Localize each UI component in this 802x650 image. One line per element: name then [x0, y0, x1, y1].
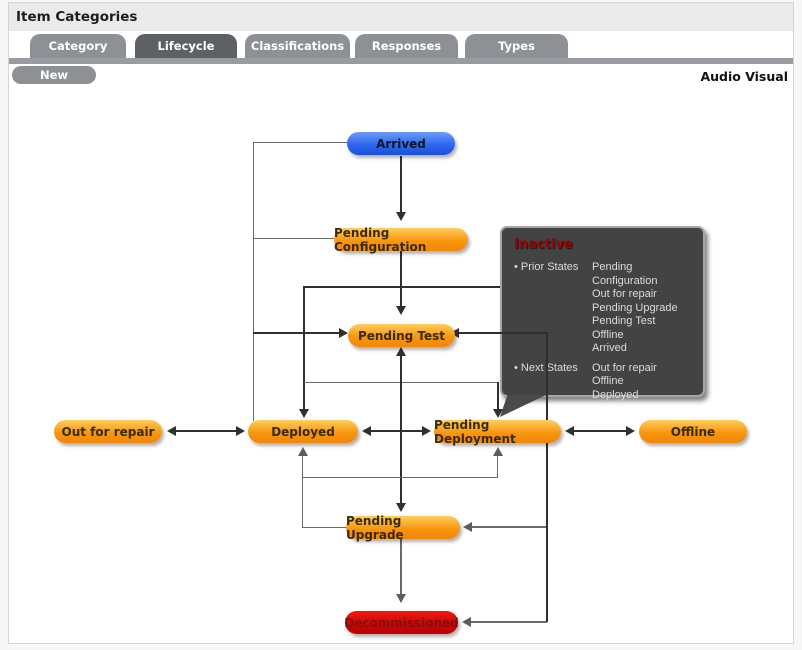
edge-line — [303, 286, 305, 409]
state-node-pending-deployment[interactable]: Pending Deployment — [434, 418, 561, 446]
arrowhead-icon — [396, 503, 406, 512]
tooltip-state-item: Pending Upgrade — [592, 301, 678, 314]
state-node-pending-configuration[interactable]: Pending Configuration — [334, 226, 468, 254]
edge-line — [574, 430, 626, 432]
edge-line — [400, 539, 402, 594]
tab-types[interactable]: Types — [465, 34, 568, 58]
arrowhead-icon — [626, 426, 635, 436]
arrowhead-icon — [339, 328, 348, 338]
tooltip-state-item: Pending Test — [592, 315, 656, 327]
arrowhead-icon — [167, 426, 176, 436]
arrowhead-icon — [493, 447, 503, 456]
tab-category[interactable]: Category — [30, 34, 126, 58]
tooltip-state-item: Offline — [592, 328, 624, 341]
tooltip-state-item: Deployed — [592, 388, 639, 401]
tooltip-state-item: Out for repair — [592, 288, 657, 300]
tooltip-state-item: Out for repair — [592, 361, 657, 374]
tooltip-state-item: Pending Configuration — [592, 261, 658, 287]
edge-line — [497, 382, 499, 409]
edge-line — [253, 238, 334, 239]
edge-line — [253, 332, 339, 334]
edge-line — [371, 430, 422, 432]
arrowhead-icon — [299, 409, 309, 418]
arrowhead-icon — [236, 426, 245, 436]
edge-line — [302, 456, 303, 478]
edge-line — [302, 478, 303, 528]
state-node-out-for-repair[interactable]: Out for repair — [54, 420, 162, 443]
edge-line — [400, 251, 402, 306]
arrowhead-icon — [362, 426, 371, 436]
tooltip-title: Inactive — [514, 237, 573, 252]
state-node-deployed[interactable]: Deployed — [248, 420, 358, 443]
tab-responses[interactable]: Responses — [355, 34, 458, 58]
state-tooltip-inactive: Inactive • Prior States Pending Configur… — [500, 226, 705, 401]
state-node-pending-test[interactable]: Pending Test — [348, 324, 455, 347]
edge-line — [253, 142, 254, 421]
edge-line — [400, 156, 402, 212]
edge-line — [302, 527, 346, 528]
tab-lifecycle[interactable]: Lifecycle — [135, 34, 237, 58]
tooltip-state-item: Offline — [592, 375, 624, 387]
arrowhead-icon — [396, 306, 406, 315]
tooltip-next-states-label: • Next States — [514, 361, 578, 374]
header-strip — [9, 3, 793, 31]
tooltip-prior-states-list: Pending Configuration Out for repair Pen… — [592, 261, 699, 356]
arrowhead-icon — [298, 447, 308, 456]
page-title: Item Categories — [16, 9, 138, 25]
tooltip-next-states-section: • Next States Out for repair Offline Dep… — [514, 362, 699, 403]
tooltip-prior-states-label: • Prior States — [514, 261, 579, 273]
arrowhead-icon — [422, 426, 431, 436]
edge-line — [176, 430, 236, 432]
state-node-offline[interactable]: Offline — [639, 420, 747, 443]
tooltip-next-states-list: Out for repair Offline Deployed — [592, 362, 657, 403]
arrowhead-icon — [565, 426, 574, 436]
arrowhead-icon — [463, 522, 472, 532]
edge-line — [459, 332, 547, 334]
edge-line — [497, 456, 498, 478]
bullet-icon: • — [514, 261, 521, 273]
arrowhead-icon — [462, 617, 471, 627]
arrowhead-icon — [396, 594, 406, 603]
edge-line — [471, 621, 547, 623]
edge-line — [546, 332, 548, 622]
arrowhead-icon — [396, 347, 406, 356]
edge-line — [303, 286, 547, 288]
edge-line — [253, 142, 347, 143]
arrowhead-icon — [493, 409, 503, 418]
tooltip-prior-states-section: • Prior States Pending Configuration Out… — [514, 261, 699, 356]
bullet-icon: • — [514, 361, 521, 374]
state-node-pending-upgrade[interactable]: Pending Upgrade — [346, 514, 460, 542]
tooltip-state-item: Arrived — [592, 342, 627, 354]
arrowhead-icon — [396, 212, 406, 221]
edge-line — [400, 356, 402, 503]
tab-underline-bar — [9, 58, 793, 64]
edge-line — [302, 477, 498, 478]
state-node-arrived[interactable]: Arrived — [347, 132, 455, 155]
category-name-label: Audio Visual — [700, 69, 788, 84]
state-node-decommissioned[interactable]: Decommissioned — [344, 611, 459, 634]
edge-line — [472, 526, 547, 528]
new-button[interactable]: New — [12, 66, 96, 84]
tab-classifications[interactable]: Classifications — [245, 34, 350, 58]
